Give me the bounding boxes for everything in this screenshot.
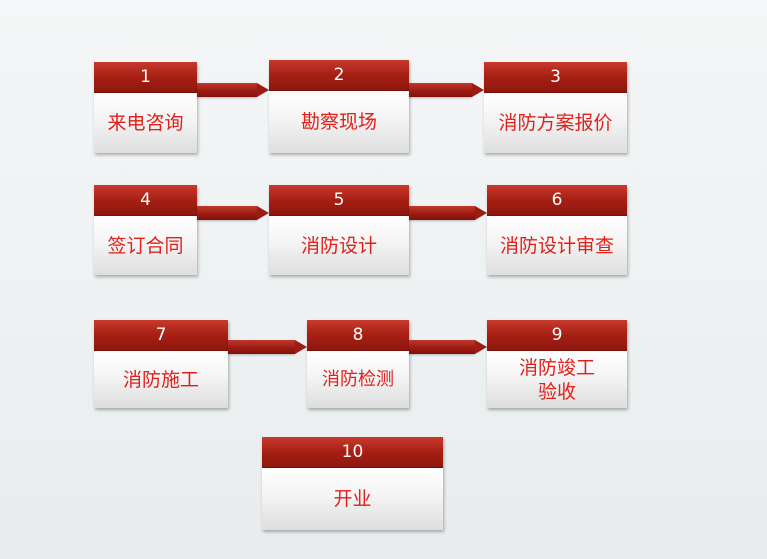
step-number: 8 <box>307 320 409 351</box>
step-label: 消防竣工 验收 <box>487 351 627 408</box>
step-label: 消防设计 <box>269 216 409 275</box>
step-number: 4 <box>94 185 197 216</box>
step-number: 6 <box>487 185 627 216</box>
step-label: 来电咨询 <box>94 93 197 153</box>
arrow-5-to-6 <box>409 206 487 220</box>
step-label: 签订合同 <box>94 216 197 275</box>
step-number: 7 <box>94 320 228 351</box>
step-number: 1 <box>94 62 197 93</box>
step-10: 10 开业 <box>262 437 443 530</box>
step-number: 9 <box>487 320 627 351</box>
step-8: 8 消防检测 <box>307 320 409 408</box>
step-number: 3 <box>484 62 627 93</box>
arrow-7-to-8 <box>228 340 307 354</box>
step-5: 5 消防设计 <box>269 185 409 275</box>
step-label: 消防施工 <box>94 351 228 408</box>
step-6: 6 消防设计审查 <box>487 185 627 275</box>
step-3: 3 消防方案报价 <box>484 62 627 153</box>
step-label: 消防检测 <box>307 351 409 408</box>
step-number: 10 <box>262 437 443 468</box>
step-2: 2 勘察现场 <box>269 60 409 153</box>
step-number: 5 <box>269 185 409 216</box>
step-1: 1 来电咨询 <box>94 62 197 153</box>
step-label: 消防方案报价 <box>484 93 627 153</box>
arrow-1-to-2 <box>197 83 269 97</box>
step-4: 4 签订合同 <box>94 185 197 275</box>
step-7: 7 消防施工 <box>94 320 228 408</box>
step-label: 消防设计审查 <box>487 216 627 275</box>
arrow-8-to-9 <box>409 340 487 354</box>
arrow-4-to-5 <box>197 206 269 220</box>
step-label: 开业 <box>262 468 443 530</box>
step-number: 2 <box>269 60 409 91</box>
arrow-2-to-3 <box>409 83 484 97</box>
step-label: 勘察现场 <box>269 91 409 153</box>
step-9: 9 消防竣工 验收 <box>487 320 627 408</box>
